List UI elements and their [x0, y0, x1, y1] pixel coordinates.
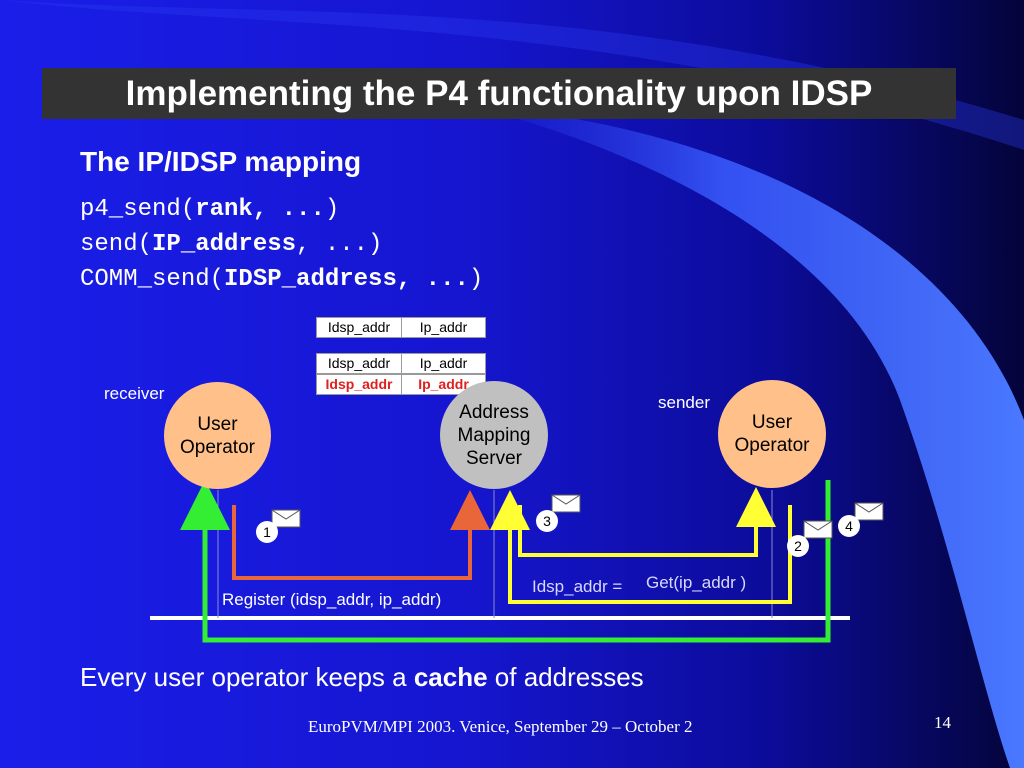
node-line: User — [197, 413, 238, 435]
cache-statement: Every user operator keeps a cache of add… — [80, 662, 644, 693]
code-line-comm-send: COMM_send(IDSP_address, ...) — [80, 266, 483, 293]
slide-subtitle: The IP/IDSP mapping — [80, 146, 362, 177]
footer-text: EuroPVM/MPI 2003. Venice, September 29 –… — [308, 717, 693, 736]
code-prefix: p4_send( — [80, 196, 196, 223]
code-line-p4-send: p4_send(rank, ...) — [80, 196, 339, 223]
table-cell-ip: Ip_addr — [419, 355, 468, 371]
envelope-icon-2 — [803, 520, 833, 539]
node-line: Operator — [180, 436, 255, 458]
register-arrow — [232, 490, 490, 580]
code-line-send: send(IP_address, ...) — [80, 231, 382, 258]
send-message-arrow — [180, 480, 831, 643]
code-bold-args: IP_address — [152, 231, 297, 258]
step-badge-2: 2 — [787, 535, 809, 557]
receiver-label: receiver — [104, 384, 165, 403]
node-line: User — [751, 412, 793, 433]
node-line: Address — [459, 401, 529, 423]
get-reply-arrow — [518, 487, 776, 557]
text-after: of addresses — [487, 662, 644, 692]
title-bar: Implementing the P4 functionality upon I… — [42, 68, 956, 119]
envelope-icon-3 — [551, 494, 581, 513]
node-line: Operator — [734, 435, 810, 456]
table-cell-idsp: Idsp_addr — [317, 354, 402, 373]
code-suffix: ) — [468, 266, 484, 293]
get-label-lhs: Idsp_addr = — [532, 577, 623, 596]
step-badge-1: 1 — [256, 521, 278, 543]
code-bold-args: rank, ... — [195, 196, 325, 223]
table-cell-idsp: Idsp_addr — [317, 318, 402, 337]
table-cell-idsp: Idsp_addr — [317, 375, 402, 394]
code-prefix: COMM_send( — [80, 266, 225, 293]
code-suffix: ) — [324, 196, 340, 223]
cache-table-row: Idsp_addr Ip_addr — [316, 353, 486, 374]
table-cell-ip: Ip_addr — [419, 319, 468, 335]
envelope-icon-1 — [271, 509, 301, 528]
code-bold-args: IDSP_address, ... — [224, 266, 469, 293]
table-cell-ip: Ip_addr — [418, 376, 469, 392]
mapping-table-top: Idsp_addr Ip_addr — [316, 317, 486, 338]
slide-title: Implementing the P4 functionality upon I… — [125, 73, 873, 113]
get-label-rhs: Get(ip_addr ) — [646, 573, 747, 592]
text-bold: cache — [413, 662, 488, 692]
node-line: Mapping — [457, 424, 531, 446]
slide-number: 14 — [934, 713, 951, 732]
code-suffix: , ...) — [296, 231, 383, 258]
cache-table-row-highlight: Idsp_addr Ip_addr — [316, 374, 486, 395]
code-prefix: send( — [80, 231, 153, 258]
register-label: Register (idsp_addr, ip_addr) — [222, 590, 442, 609]
text-before: Every user operator keeps a — [80, 662, 414, 692]
envelope-icon-4 — [854, 502, 884, 521]
sender-label: sender — [658, 393, 710, 412]
node-line: Server — [466, 447, 522, 469]
step-badge-3: 3 — [536, 510, 558, 532]
step-badge-4: 4 — [838, 515, 860, 537]
